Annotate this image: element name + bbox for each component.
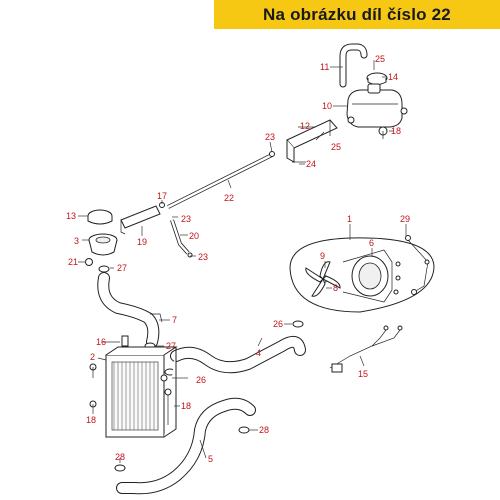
part-6-fan-motor [342,249,401,303]
callout-22: 22 [224,193,234,203]
callout-23-mid: 23 [181,214,191,224]
callout-18-left: 18 [86,415,96,425]
callout-19: 19 [137,237,147,247]
part-18-bolt-right [164,388,172,425]
callout-3: 3 [74,236,79,246]
part-10-expansion-tank [346,83,408,128]
part-1-fan-assembly [289,237,435,313]
part-19-bracket [120,202,165,235]
part-7-hose [97,272,163,348]
callout-25-top: 25 [375,54,385,64]
callout-20: 20 [189,231,199,241]
banner-title: Na obrázku díl číslo 22 [263,4,451,24]
callout-24: 24 [306,159,316,169]
part-27-clamp-top [98,265,110,273]
callout-4: 4 [256,348,261,358]
part-4-hose [170,335,306,374]
callout-26-left: 26 [196,375,206,385]
part-18-bolt-left [89,363,97,408]
callout-11: 11 [320,62,329,72]
part-12-bracket [286,119,338,163]
callout-10: 10 [322,101,332,111]
callout-25-mid: 25 [331,142,341,152]
part-26-clamp-upper [292,320,304,328]
callout-27-low: 27 [166,341,176,351]
callout-8: 8 [333,283,338,293]
callout-1: 1 [347,214,352,224]
part-3-filler-neck [88,233,118,256]
part-14-cap [366,72,388,85]
header-banner: Na obrázku díl číslo 22 [214,0,500,29]
part-28-clamp-lower [114,464,126,472]
callout-2: 2 [90,352,95,362]
leader-lines [78,60,407,463]
callout-6: 6 [369,238,374,248]
part-22-rod [167,151,275,209]
callout-27-top: 27 [117,263,127,273]
callout-18-top: 18 [391,126,401,136]
callout-12: 12 [300,121,310,131]
part-5-hose [116,397,256,495]
callout-16: 16 [96,337,106,347]
callout-13: 13 [66,211,76,221]
part-15-wiring [329,325,403,373]
callout-labels: 11 25 14 10 18 12 25 24 23 22 17 23 19 2… [66,54,410,464]
callout-28-low: 28 [115,452,125,462]
callout-5: 5 [208,454,213,464]
part-29-clamp [405,235,430,295]
callout-17: 17 [157,191,167,201]
part-20-hose [170,219,193,258]
part-2-radiator [105,346,178,438]
callout-26-right: 26 [273,319,283,329]
part-13-radiator-cap [87,209,113,225]
callout-23-low: 23 [198,252,208,262]
callout-29: 29 [400,214,410,224]
callout-18-right: 18 [181,401,191,411]
callout-14: 14 [388,72,398,82]
callout-7: 7 [172,315,177,325]
callout-15: 15 [358,369,368,379]
part-21-bolt [85,258,93,266]
callout-23-top: 23 [265,132,275,142]
callout-9: 9 [320,251,325,261]
callout-21: 21 [68,257,78,267]
part-28-clamp-upper [238,426,250,434]
part-11-pipe [339,43,368,88]
part-18-bolt-top [378,126,388,139]
part-9-fan-blade [305,261,341,297]
callout-28-right: 28 [259,425,269,435]
